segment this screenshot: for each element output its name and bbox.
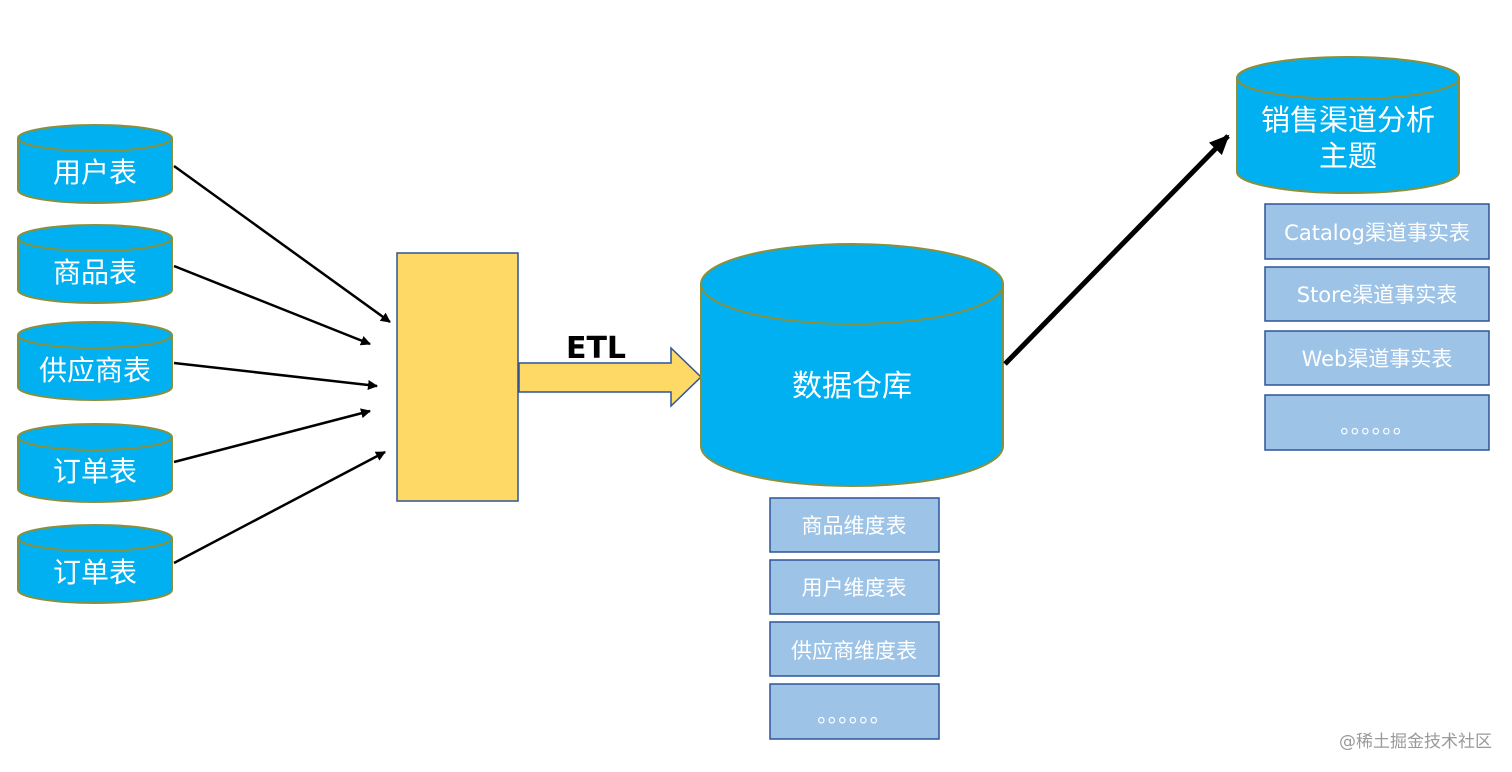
fact-table-box: 。。。。。。 [1264,394,1490,451]
source-to-etl-arrow [173,164,391,324]
dimension-table-label: 供应商维度表 [791,639,917,663]
data-warehouse-cylinder: 数据仓库 [700,243,1004,487]
subject-label-line1: 销售渠道分析 [1261,103,1435,137]
fact-table-label: Web渠道事实表 [1302,347,1453,371]
source-table-cylinder: 订单表 [17,423,173,503]
etl-process-box [396,252,519,502]
dimension-table-box: 供应商维度表 [769,621,940,677]
watermark: @稀土掘金技术社区 [1339,732,1492,752]
subject-cylinder: 销售渠道分析 主题 [1236,56,1460,194]
source-table-label: 供应商表 [39,354,151,387]
subject-label-line2: 主题 [1319,139,1377,173]
fact-table-box: Catalog渠道事实表 [1264,203,1490,260]
dimension-table-ellipsis: 。。。。。。 [817,703,891,727]
warehouse-to-subject-arrow [1003,134,1230,366]
source-table-label: 订单表 [53,556,137,589]
fact-table-box: Store渠道事实表 [1264,266,1490,322]
source-table-cylinder: 商品表 [17,224,173,304]
fact-table-label: Store渠道事实表 [1297,283,1458,307]
dimension-table-box: 商品维度表 [769,497,940,553]
source-table-label: 商品表 [53,256,137,289]
dimension-table-label: 商品维度表 [802,514,907,538]
source-to-etl-arrow [173,264,371,346]
source-table-cylinder: 用户表 [17,124,173,204]
fact-table-box: Web渠道事实表 [1264,330,1490,386]
source-table-label: 用户表 [53,156,137,189]
dimension-table-box: 用户维度表 [769,559,940,615]
fact-table-label: Catalog渠道事实表 [1284,221,1470,245]
etl-block-arrow [518,346,703,408]
source-to-etl-arrow [173,408,371,464]
source-table-cylinder: 供应商表 [17,321,173,401]
source-to-etl-arrow [173,450,386,565]
dimension-table-box: 。。。。。。 [769,683,940,740]
source-to-etl-arrow [173,361,378,390]
source-table-label: 订单表 [53,455,137,488]
warehouse-label: 数据仓库 [792,369,912,404]
dimension-table-label: 用户维度表 [802,576,907,600]
fact-table-ellipsis: 。。。。。。 [1340,414,1414,438]
source-table-cylinder: 订单表 [17,524,173,604]
etl-label: ETL [566,331,626,366]
